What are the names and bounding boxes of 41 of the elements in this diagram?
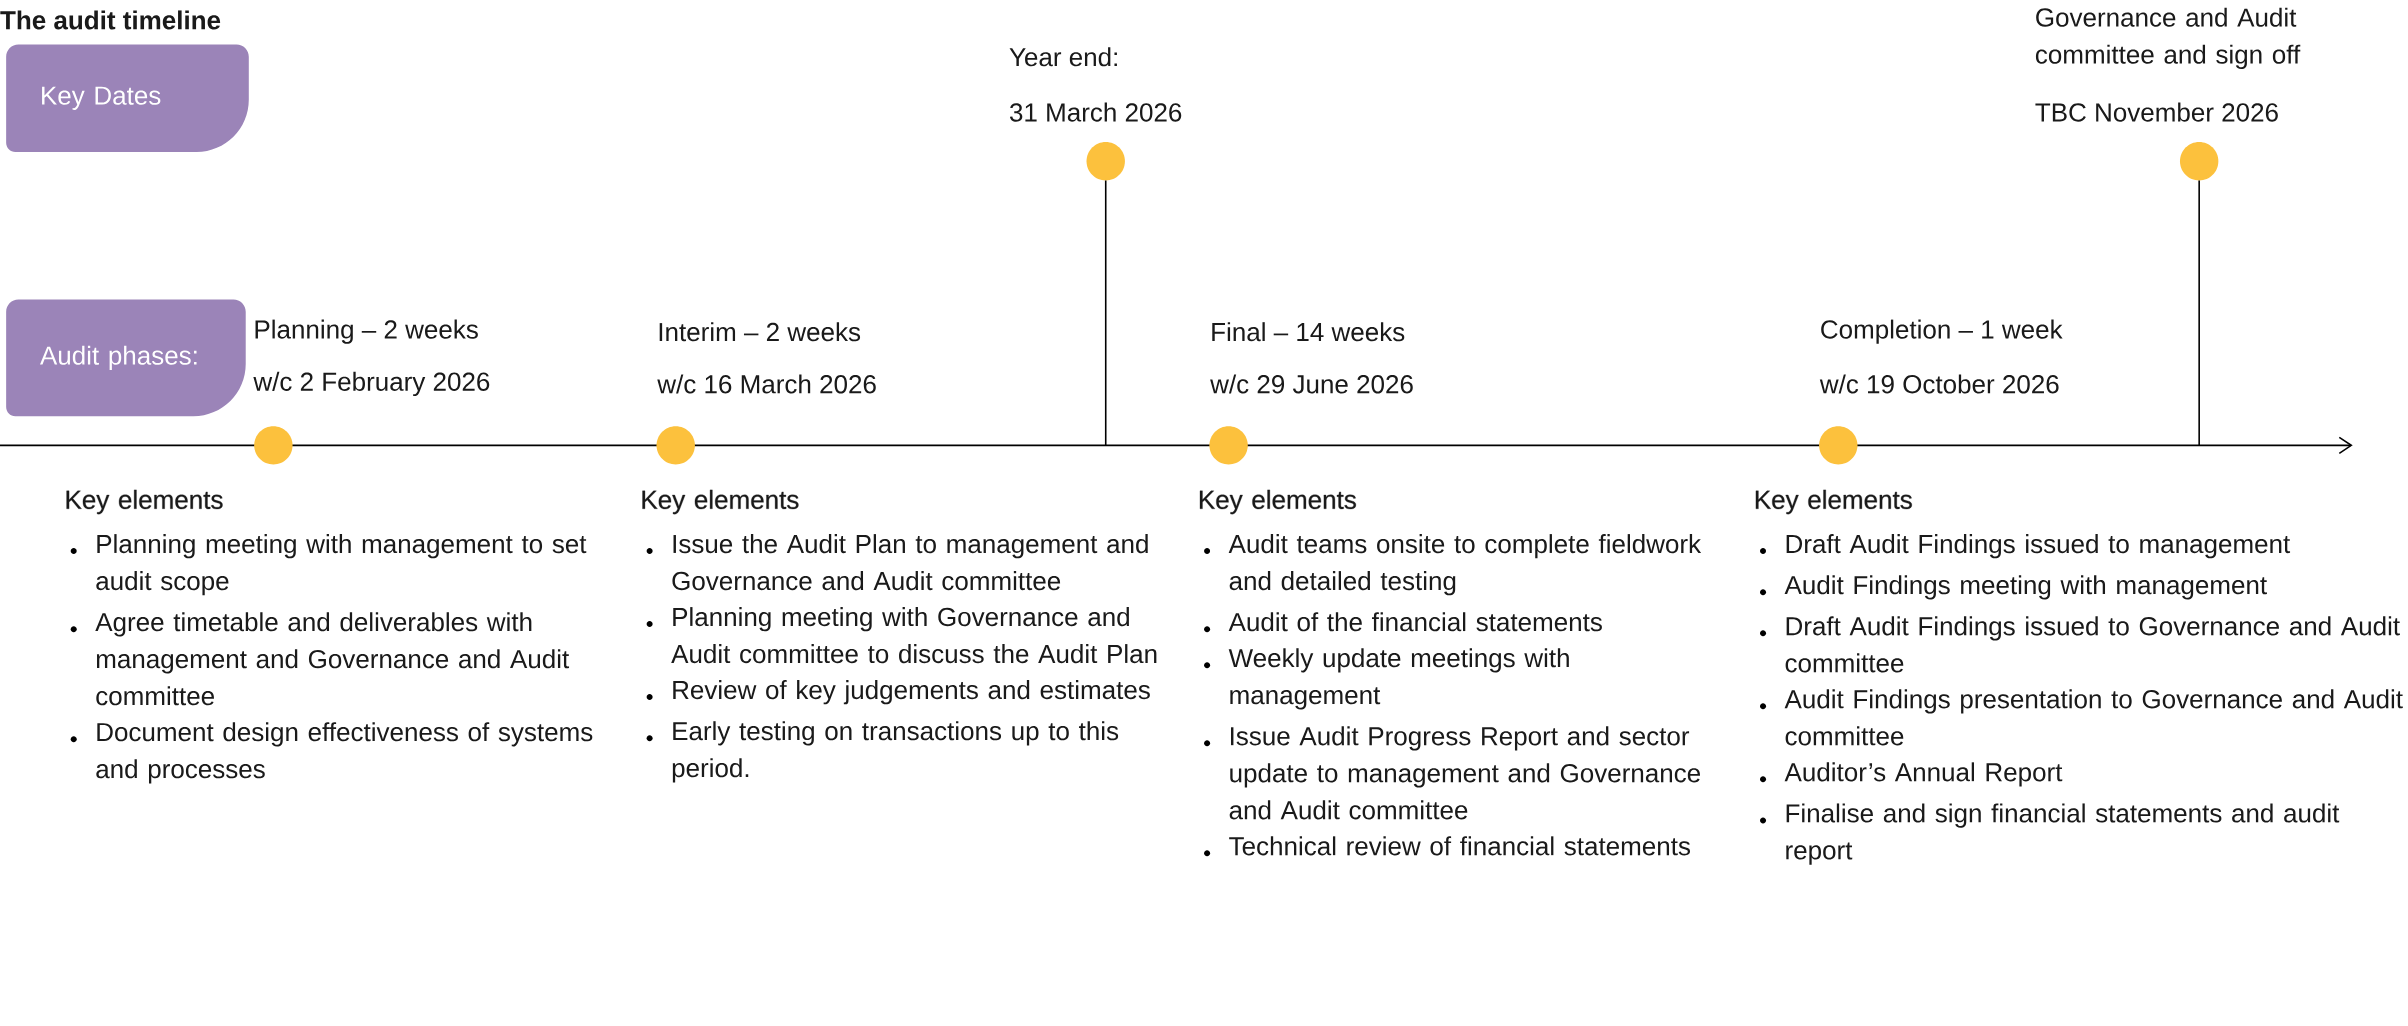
milestone-dot [1209,426,1248,465]
milestone-label: w/c 19 October 2026 [1819,374,2059,394]
bullet-item: Audit teams onsite to complete fieldwork and detailed testing [1204,534,1702,596]
bullet-item: Audit of the financial statements [1204,612,1602,633]
bullet-item: Auditor’s Annual Report [1760,762,2063,787]
milestone-dot [656,426,695,465]
bullet-item: Issue Audit Progress Report and sector update to management and Governance and Audit committee [1204,726,1700,820]
bullet-item: Finalise and sign financial statements and audit report [1760,803,2340,865]
bullet-item: Draft Audit Findings issued to Governance and Audit committee [1760,616,2400,673]
stem-line [1104,179,1107,447]
milestone-label: TBC November 2026 [2035,102,2278,122]
bullet-item: Review of key judgements and estimates [646,680,1150,705]
milestone-label: Completion – 1 week [1821,319,2063,344]
milestone-dot [2179,142,2219,181]
milestone-label: w/c 16 March 2026 [657,374,876,394]
milestone-label: Interim – 2 weeks [659,322,861,342]
tab-label: Key Dates [6,44,249,153]
bullet-item: Planning meeting with management to set audit scope [70,534,587,596]
milestone-label: w/c 2 February 2026 [253,371,490,397]
bullet-item: Audit Findings presentation to Governance and Audit committee [1760,689,2403,746]
milestone-label: Governance and Audit committee and sign off [2035,7,2301,69]
milestone-dot [254,426,293,465]
milestone-dot [1086,142,1125,181]
bullet-item: Agree timetable and deliverables with management and Governance and Audit committee [70,612,570,706]
bullet-item: Weekly update meetings with management [1204,648,1569,710]
bullet-item: Issue the Audit Plan to management and Governance and Audit committee [646,534,1148,591]
bullet-item: Document design effectiveness of systems and processes [70,722,593,784]
milestone-label: Year end: [1009,47,1117,67]
bullet-item: Technical review of financial statements [1204,836,1690,857]
bullet-item: Audit Findings meeting with management [1760,575,2267,600]
section-heading: Key elements [66,489,223,515]
milestone-label: w/c 29 June 2026 [1210,374,1413,394]
bullet-item: Planning meeting with Governance and Audit committee to discuss the Audit Plan [646,607,1157,664]
milestone-dot [1819,426,1858,465]
bullet-item: Draft Audit Findings issued to management [1760,534,2291,559]
milestone-label: 31 March 2026 [1009,102,1182,122]
bullet-item: Early testing on transactions up to this period. [646,721,1119,783]
tab-label: Audit phases: [6,299,246,417]
stem-line [2198,179,2200,447]
title: The audit timeline [0,10,221,30]
milestone-label: Final – 14 weeks [1212,322,1405,342]
